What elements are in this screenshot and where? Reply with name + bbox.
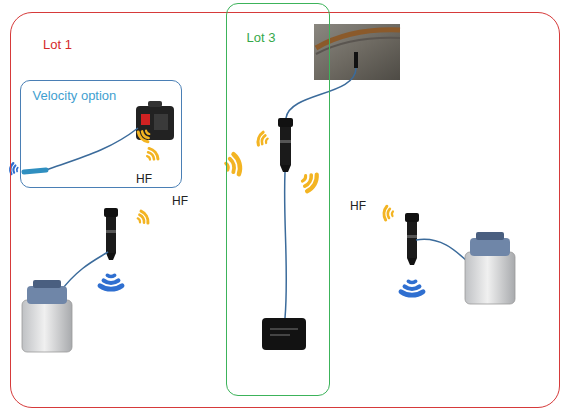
group-frame: Lot 3 [226,3,330,396]
signal-wave [383,206,393,221]
cable [286,68,356,118]
group-label: Lot 3 [247,30,276,45]
signal-wave [256,131,269,147]
sampler [465,232,515,304]
cable [46,128,138,170]
cable [285,172,287,318]
signal-wave [299,170,319,193]
velocity-probe [24,170,46,172]
group-label: Velocity option [33,88,117,103]
pipe-photo [314,24,400,80]
option-frame: Velocity option [20,80,182,188]
signal-wave [135,210,149,226]
signal-label: HF [136,172,152,186]
signal-wave [100,275,122,289]
level-sensor [278,118,293,172]
group-label: Lot 1 [43,37,72,52]
signal-wave [224,153,242,176]
sampler [22,280,72,352]
signal-label: HF [350,199,366,213]
group-frame: Lot 1 Velocity option Lot 3 [10,12,560,408]
signal-wave [137,127,153,143]
signal-wave [401,281,423,295]
signal-label: HF [172,194,188,208]
signal-wave [144,147,160,163]
level-sensor [104,208,118,260]
data-logger [262,318,306,350]
cable [416,239,468,262]
level-sensor [405,213,419,265]
